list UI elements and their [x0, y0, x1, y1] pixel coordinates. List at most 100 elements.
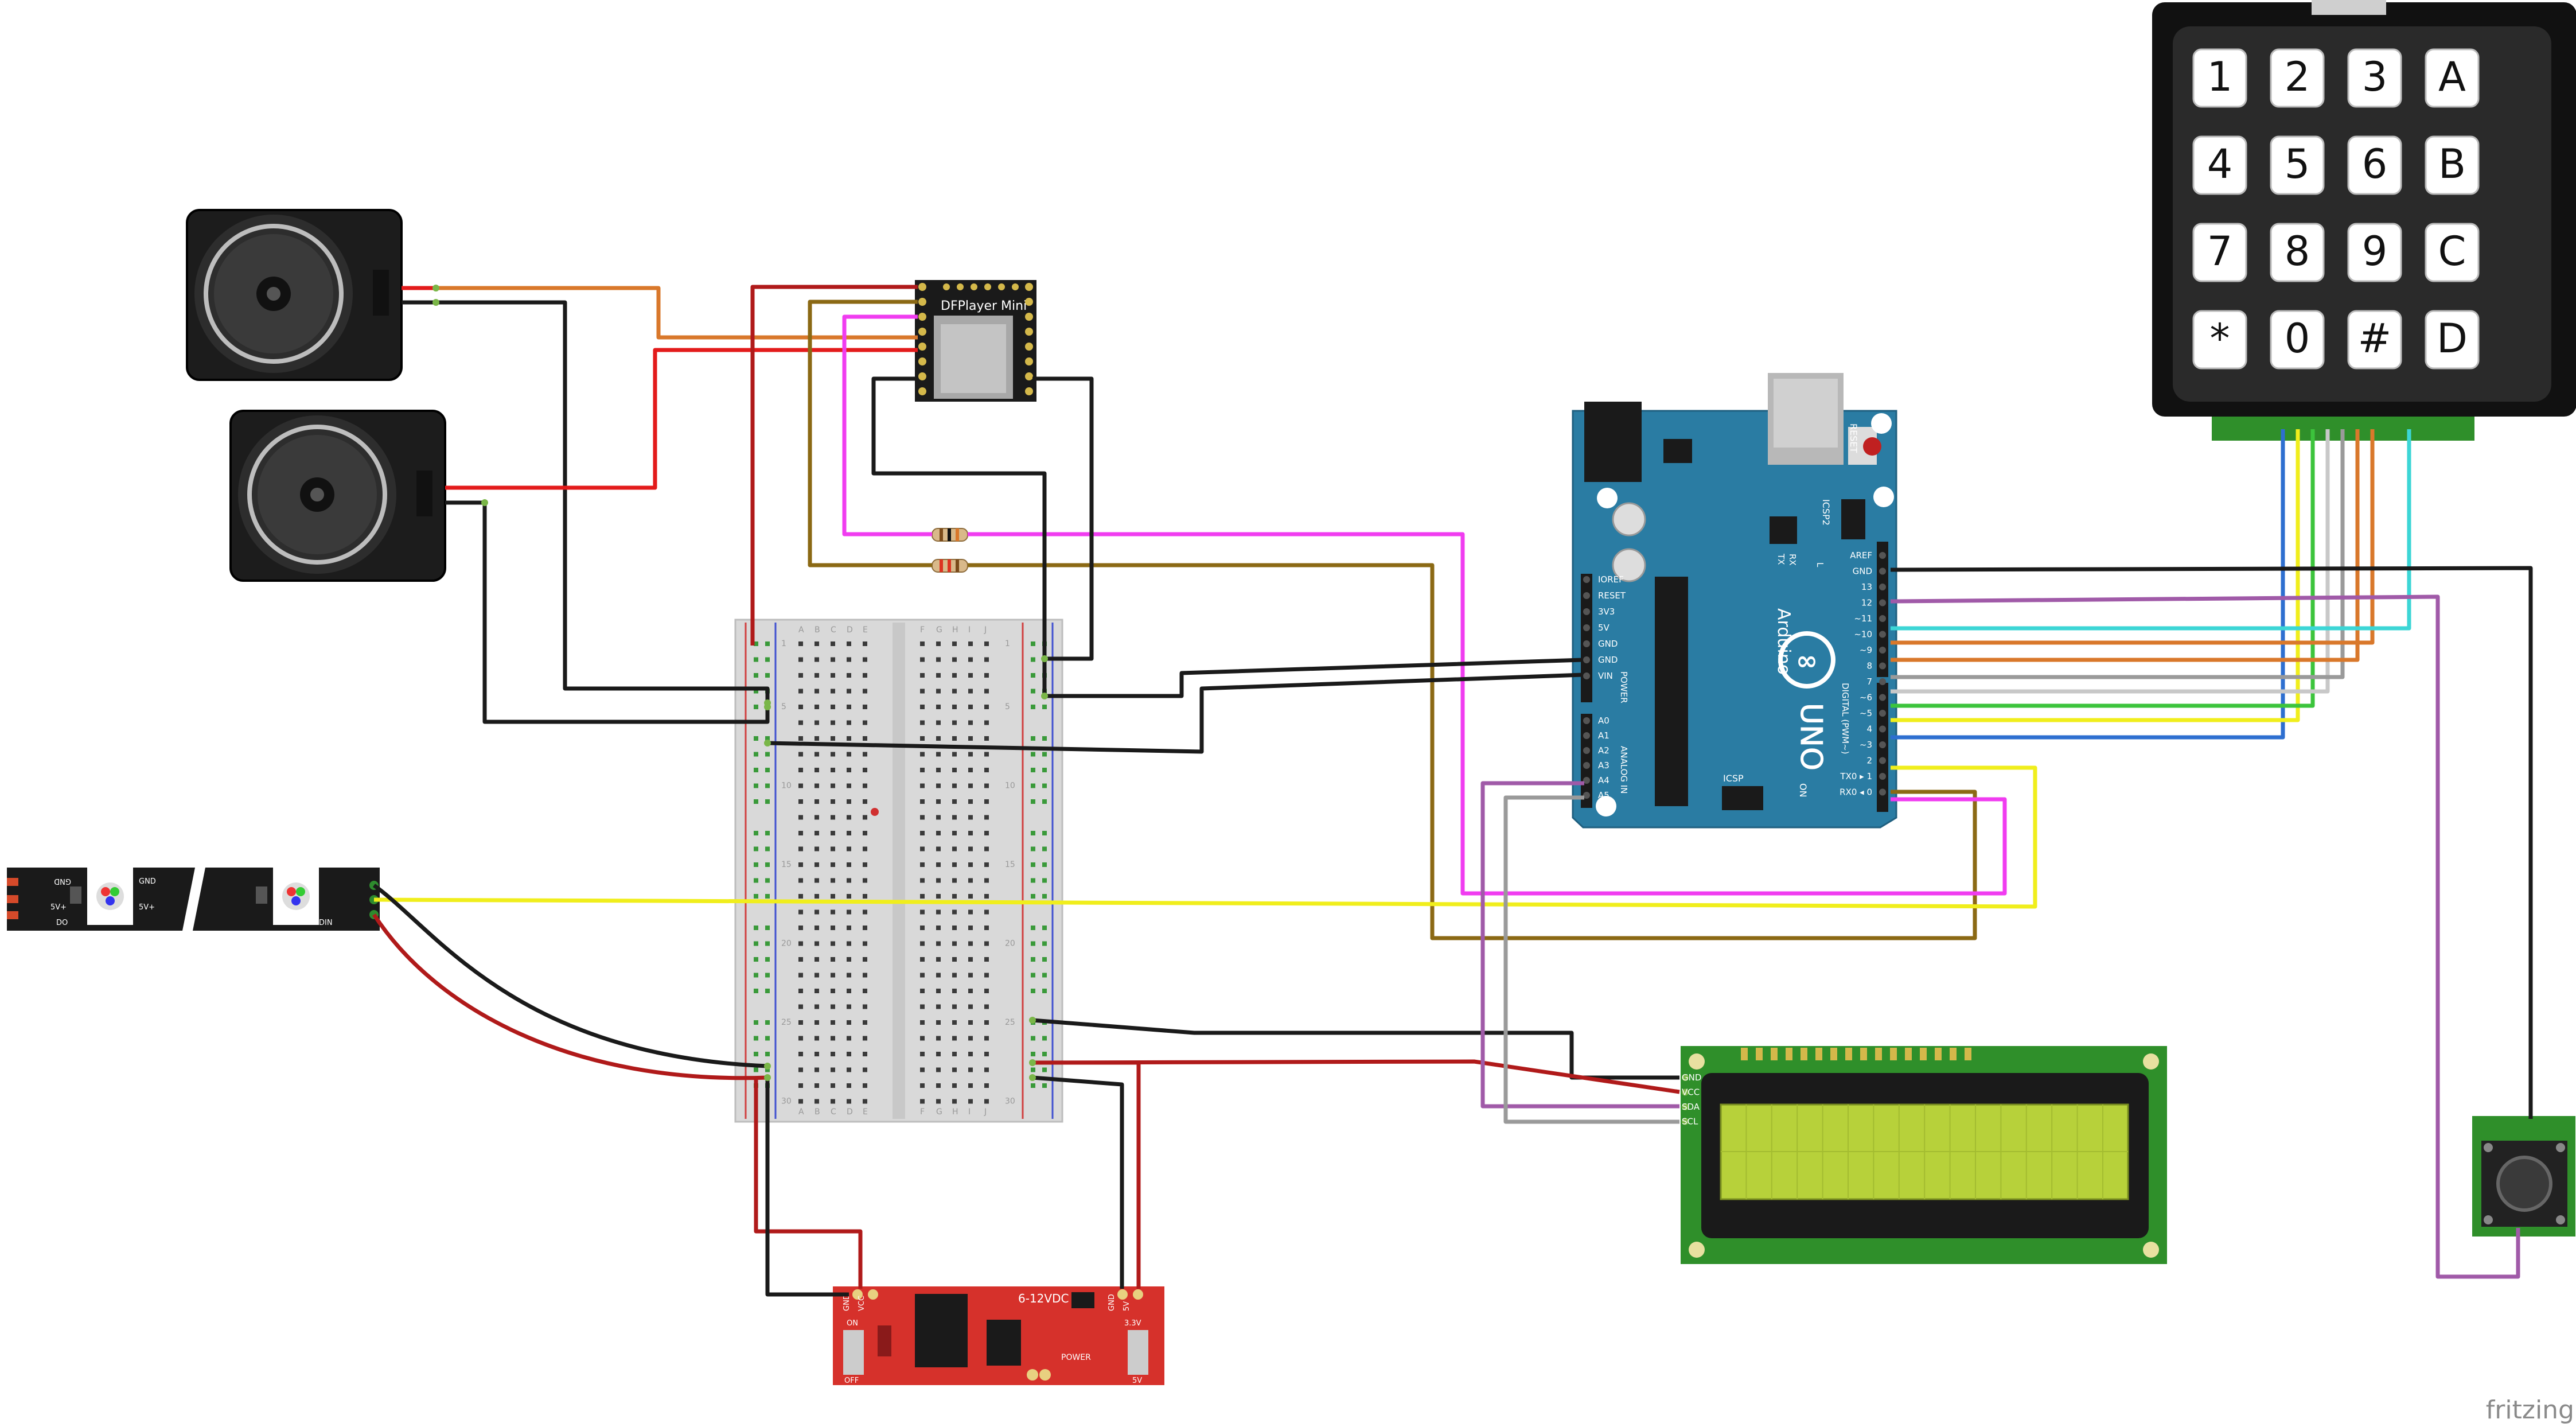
arduino-icsp2-label: ICSP2 — [1821, 499, 1831, 526]
bb-row-number: 10 — [1005, 781, 1015, 791]
bb-row-number: 25 — [781, 1018, 792, 1027]
resistor-2 — [932, 559, 968, 573]
bb-row-number: 20 — [1005, 939, 1015, 948]
keypad-key-label: 8 — [2285, 228, 2310, 275]
arduino-l-label: L — [1815, 562, 1825, 567]
bb-col-label: C — [831, 1107, 836, 1117]
pm-left-vcc: VCC — [858, 1296, 866, 1311]
pm-right-5v: 5V — [1123, 1301, 1131, 1311]
wire-gnd-arduino-1 — [1045, 658, 1584, 698]
wire-df-magenta — [842, 314, 932, 536]
wire-kp-7 — [1891, 429, 2375, 645]
arduino-rx-label: RX — [1787, 554, 1798, 566]
wire-speaker2-red — [445, 348, 918, 490]
keypad-key-label: C — [2438, 228, 2466, 275]
keypad-key[interactable]: D — [2425, 310, 2480, 370]
keypad-key[interactable]: 4 — [2192, 135, 2247, 195]
keypad-key[interactable]: 9 — [2347, 223, 2402, 282]
keypad-key[interactable]: C — [2425, 223, 2480, 282]
wire-speaker1-orange — [436, 286, 918, 340]
wire-lcd-sda — [1480, 781, 1679, 1109]
arduino-digital-pin-label: ~6 — [1860, 693, 1872, 703]
bb-row-number: 30 — [781, 1097, 792, 1106]
bb-row-number: 30 — [1005, 1097, 1015, 1106]
bb-col-label: A — [798, 1107, 804, 1117]
arduino-analog-pin-label: A4 — [1598, 775, 1609, 786]
keypad-key[interactable]: 6 — [2347, 135, 2402, 195]
keypad-key[interactable]: A — [2425, 48, 2480, 108]
wire-kp-5 — [1891, 429, 2345, 679]
arduino-digital-pin-label: RX0 ◂ 0 — [1840, 787, 1872, 798]
keypad-key-label: # — [2358, 315, 2392, 362]
strip-pad-1: GND — [54, 877, 71, 885]
arduino-digital-pin-label: GND — [1853, 566, 1872, 577]
strip-pad-3: DO — [56, 919, 68, 927]
svg-text:∞: ∞ — [1796, 645, 1818, 676]
wire-kp-6 — [1891, 429, 2360, 662]
bb-col-label: I — [968, 625, 971, 635]
keypad-key[interactable]: # — [2347, 310, 2402, 370]
wire-kp-1 — [1891, 429, 2285, 740]
wire-ends — [432, 285, 1048, 1081]
arduino-digital-pin-label: ~3 — [1860, 740, 1872, 750]
tactile-button[interactable] — [2496, 1156, 2552, 1212]
resistor-1 — [932, 528, 968, 542]
arduino-reset-label: RESET — [1848, 423, 1859, 453]
keypad-key[interactable]: 8 — [2270, 223, 2325, 282]
strip-pad-6: DIN — [319, 919, 333, 927]
keypad-key[interactable]: 5 — [2270, 135, 2325, 195]
keypad-key[interactable]: 2 — [2270, 48, 2325, 108]
keypad-key[interactable]: 0 — [2270, 310, 2325, 370]
pm-power: POWER — [1061, 1353, 1091, 1362]
wire-pm-gnd-left — [765, 1078, 849, 1297]
dfplayer-mini: DFPlayer Mini — [915, 280, 1036, 402]
arduino-analog-pin-label: A2 — [1598, 745, 1609, 756]
keypad-key[interactable]: 3 — [2347, 48, 2402, 108]
lcd-pin-label: SDA — [1682, 1102, 1700, 1112]
arduino-digital-pin-label: 4 — [1866, 724, 1872, 734]
arduino-tx-label: TX — [1776, 553, 1786, 565]
lcd-pin-label: VCC — [1682, 1087, 1700, 1098]
arduino-digital-pin-label: ~9 — [1860, 645, 1872, 655]
bb-col-label: C — [831, 625, 836, 635]
arduino-power-pin-label: RESET — [1598, 590, 1626, 601]
arduino-analog-pin-label: A0 — [1598, 716, 1609, 726]
led-strip: GND 5V+ DO GND 5V+ DIN — [7, 868, 380, 931]
arduino-digital-pin-label: 12 — [1861, 598, 1872, 608]
speaker-bottom — [229, 410, 446, 582]
strip-pad-2: 5V+ — [50, 903, 67, 912]
strip-pad-5: 5V+ — [139, 903, 155, 912]
bb-row-number: 10 — [781, 781, 792, 791]
arduino-power-pin-label: 5V — [1598, 623, 1610, 633]
bb-col-label: B — [815, 625, 820, 635]
wire-lcd-scl — [1503, 795, 1679, 1124]
wire-speaker1-black — [402, 300, 770, 703]
arduino-power-pin-label: GND — [1598, 655, 1618, 665]
keypad-key-label: 2 — [2285, 53, 2310, 100]
keypad-key[interactable]: 7 — [2192, 223, 2247, 282]
keypad-key[interactable]: * — [2192, 310, 2247, 370]
arduino-analog-pin-label: A5 — [1598, 790, 1609, 800]
arduino-digital-pin-label: 8 — [1866, 661, 1872, 671]
keypad-key-label: A — [2438, 53, 2466, 100]
keypad-key[interactable]: 1 — [2192, 48, 2247, 108]
arduino-power-pin-label: IOREF — [1598, 574, 1624, 585]
keypad-key[interactable]: B — [2425, 135, 2480, 195]
arduino-digital-pin-label: TX0 ▸ 1 — [1840, 771, 1872, 781]
arduino-on-label: ON — [1798, 783, 1809, 798]
reset-button[interactable] — [1863, 437, 1881, 456]
keypad-key-label: 6 — [2362, 141, 2388, 188]
pm-left-gnd: GND — [843, 1294, 851, 1311]
wire-lcd-vcc — [1032, 1059, 1680, 1094]
bb-col-label: I — [968, 1107, 971, 1117]
bb-col-label: F — [920, 1107, 925, 1117]
arduino-analog-pin-label: A1 — [1598, 730, 1609, 741]
bb-col-label: B — [815, 1107, 820, 1117]
wire-kp-4 — [1891, 429, 2330, 694]
bb-col-label: E — [863, 625, 868, 635]
bb-col-label: E — [863, 1107, 868, 1117]
arduino-power-pin-label: 3V3 — [1598, 606, 1615, 617]
